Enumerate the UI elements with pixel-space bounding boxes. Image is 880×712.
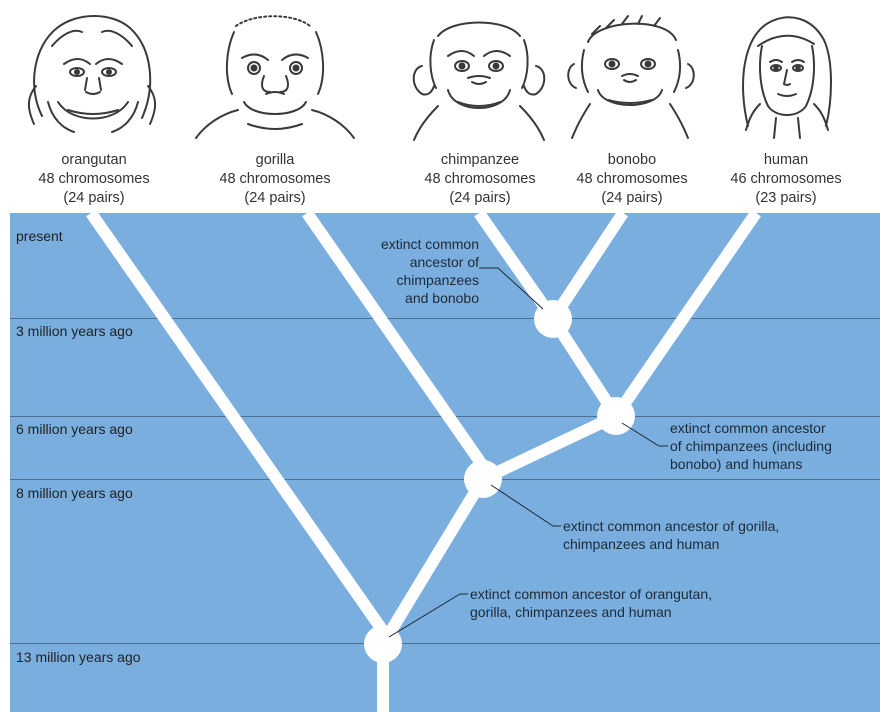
branch-orangutan	[86, 213, 388, 635]
branch-human	[611, 213, 761, 420]
chimpanzee-face-icon	[412, 21, 546, 141]
ancestor-label-chimp-bonobo: extinct common ancestor of chimpanzees a…	[380, 236, 479, 306]
ancestor-label-chimp-human: extinct common ancestor of chimpanzees (…	[670, 420, 832, 472]
gorilla-face-icon	[195, 15, 355, 139]
node-chimp-bonobo	[534, 300, 572, 338]
leader-line-orangutan-all	[388, 593, 468, 638]
ancestor-label-gorilla-chimp-human: extinct common ancestor of gorilla, chim…	[563, 518, 780, 552]
tree-branches	[86, 213, 761, 712]
timeline-label-3mya: 3 million years ago	[16, 323, 133, 339]
phylogenetic-tree-panel: present 3 million years ago 6 million ye…	[10, 213, 880, 712]
human-face-icon	[742, 16, 832, 139]
branch-pan	[547, 315, 622, 420]
leader-line-chimp-bonobo	[479, 267, 544, 310]
orangutan-face-icon	[28, 15, 156, 133]
branch-homininae	[377, 475, 489, 648]
timeline-gridline-8mya	[10, 479, 880, 480]
branch-bonobo	[547, 213, 629, 323]
branch-gorilla	[302, 213, 488, 470]
node-gorilla-chimp-human	[464, 460, 502, 498]
timeline-label-present: present	[16, 228, 63, 244]
timeline-label-8mya: 8 million years ago	[16, 485, 133, 501]
timeline-gridline-3mya	[10, 318, 880, 319]
node-orangutan-all	[364, 625, 402, 663]
ancestor-label-orangutan-all: extinct common ancestor of orangutan, go…	[470, 586, 713, 620]
timeline-label-13mya: 13 million years ago	[16, 649, 141, 665]
branch-chimpanzee	[474, 213, 558, 323]
timeline-label-6mya: 6 million years ago	[16, 421, 133, 437]
bonobo-face-icon	[567, 15, 695, 139]
leader-line-chimp-human	[621, 422, 668, 447]
timeline-gridline-13mya	[10, 643, 880, 644]
branch-hominini	[480, 410, 619, 485]
node-chimp-human	[597, 397, 635, 435]
leader-line-gorilla-chimp-human	[490, 484, 561, 527]
